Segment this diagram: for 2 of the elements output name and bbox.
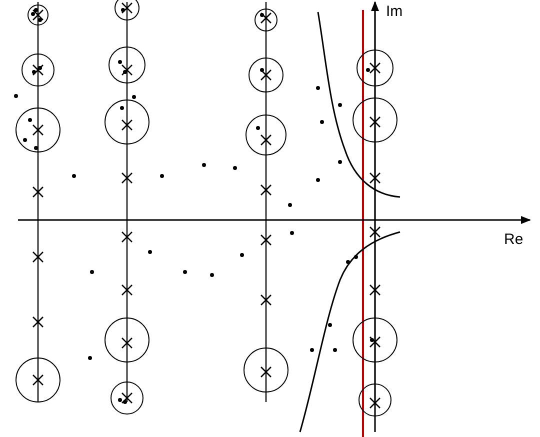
real-axis-label: Re [504,232,524,248]
imaginary-axis-label: Im [386,4,403,20]
